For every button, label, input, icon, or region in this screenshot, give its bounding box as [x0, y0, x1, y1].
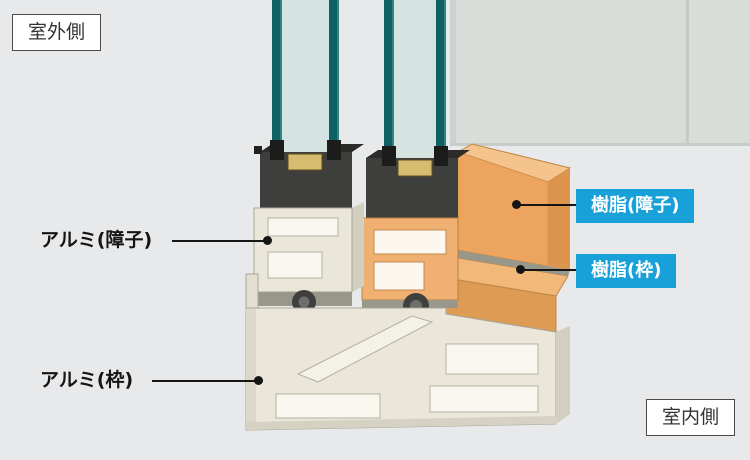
indoor-side-box: 室内側: [646, 399, 736, 436]
glazing-gasket: [382, 146, 396, 166]
hollow-chamber: [445, 343, 539, 375]
seal-detail: [254, 146, 262, 154]
leader-dot-resin-sash: [512, 200, 521, 209]
leader-line-aluminum-frame: [152, 380, 256, 382]
glass-tint: [282, 0, 329, 160]
glass-pane: [272, 0, 282, 166]
glass-spacer-bar: [397, 159, 433, 177]
hollow-chamber: [373, 229, 447, 255]
inner-sash-resin: [456, 143, 572, 270]
sill-bottom-band: [246, 416, 556, 430]
outdoor-side-box: 室外側: [12, 14, 102, 51]
badge-resin-frame: 樹脂(枠): [576, 254, 677, 288]
leader-line-resin-frame: [521, 269, 576, 271]
glazing-gasket: [327, 140, 341, 160]
label-aluminum-sash: アルミ(障子): [40, 229, 153, 251]
glass-pane: [384, 0, 394, 172]
glass-spacer-bar: [287, 153, 323, 171]
sill-outdoor-lip: [245, 273, 259, 309]
hollow-chamber: [267, 251, 323, 279]
leader-dot-resin-frame: [516, 265, 525, 274]
glass-pane-edge: [337, 0, 339, 166]
leader-dot-aluminum-sash: [263, 236, 272, 245]
sill-side-face: [556, 326, 570, 424]
glass-unit-inner: [366, 0, 470, 218]
badge-resin-sash: 樹脂(障子): [576, 189, 695, 223]
glass-pane-edge: [444, 0, 446, 172]
glass-pane: [436, 0, 446, 172]
leader-line-resin-sash: [517, 204, 576, 206]
sash-side-face: [352, 202, 364, 292]
hollow-chamber: [429, 385, 539, 413]
outer-sash-aluminum: [253, 202, 364, 306]
hollow-chamber: [373, 261, 425, 291]
glass-unit-outer: [260, 0, 364, 208]
hollow-chamber: [267, 217, 339, 237]
label-aluminum-frame: アルミ(枠): [40, 369, 134, 391]
hollow-chamber: [275, 393, 381, 419]
glazing-gasket: [434, 146, 448, 166]
glass-pane: [329, 0, 339, 166]
leader-dot-aluminum-frame: [254, 376, 263, 385]
aluminum-sill-frame: [245, 273, 570, 431]
rear-glass-panel: [450, 0, 750, 146]
glass-pane-edge: [392, 0, 394, 172]
glass-pane-edge: [280, 0, 282, 166]
leader-line-aluminum-sash: [172, 240, 266, 242]
sill-diagonal-web: [296, 315, 434, 383]
glass-tint: [394, 0, 436, 165]
glazing-gasket: [270, 140, 284, 160]
sill-left-edge: [246, 308, 256, 430]
